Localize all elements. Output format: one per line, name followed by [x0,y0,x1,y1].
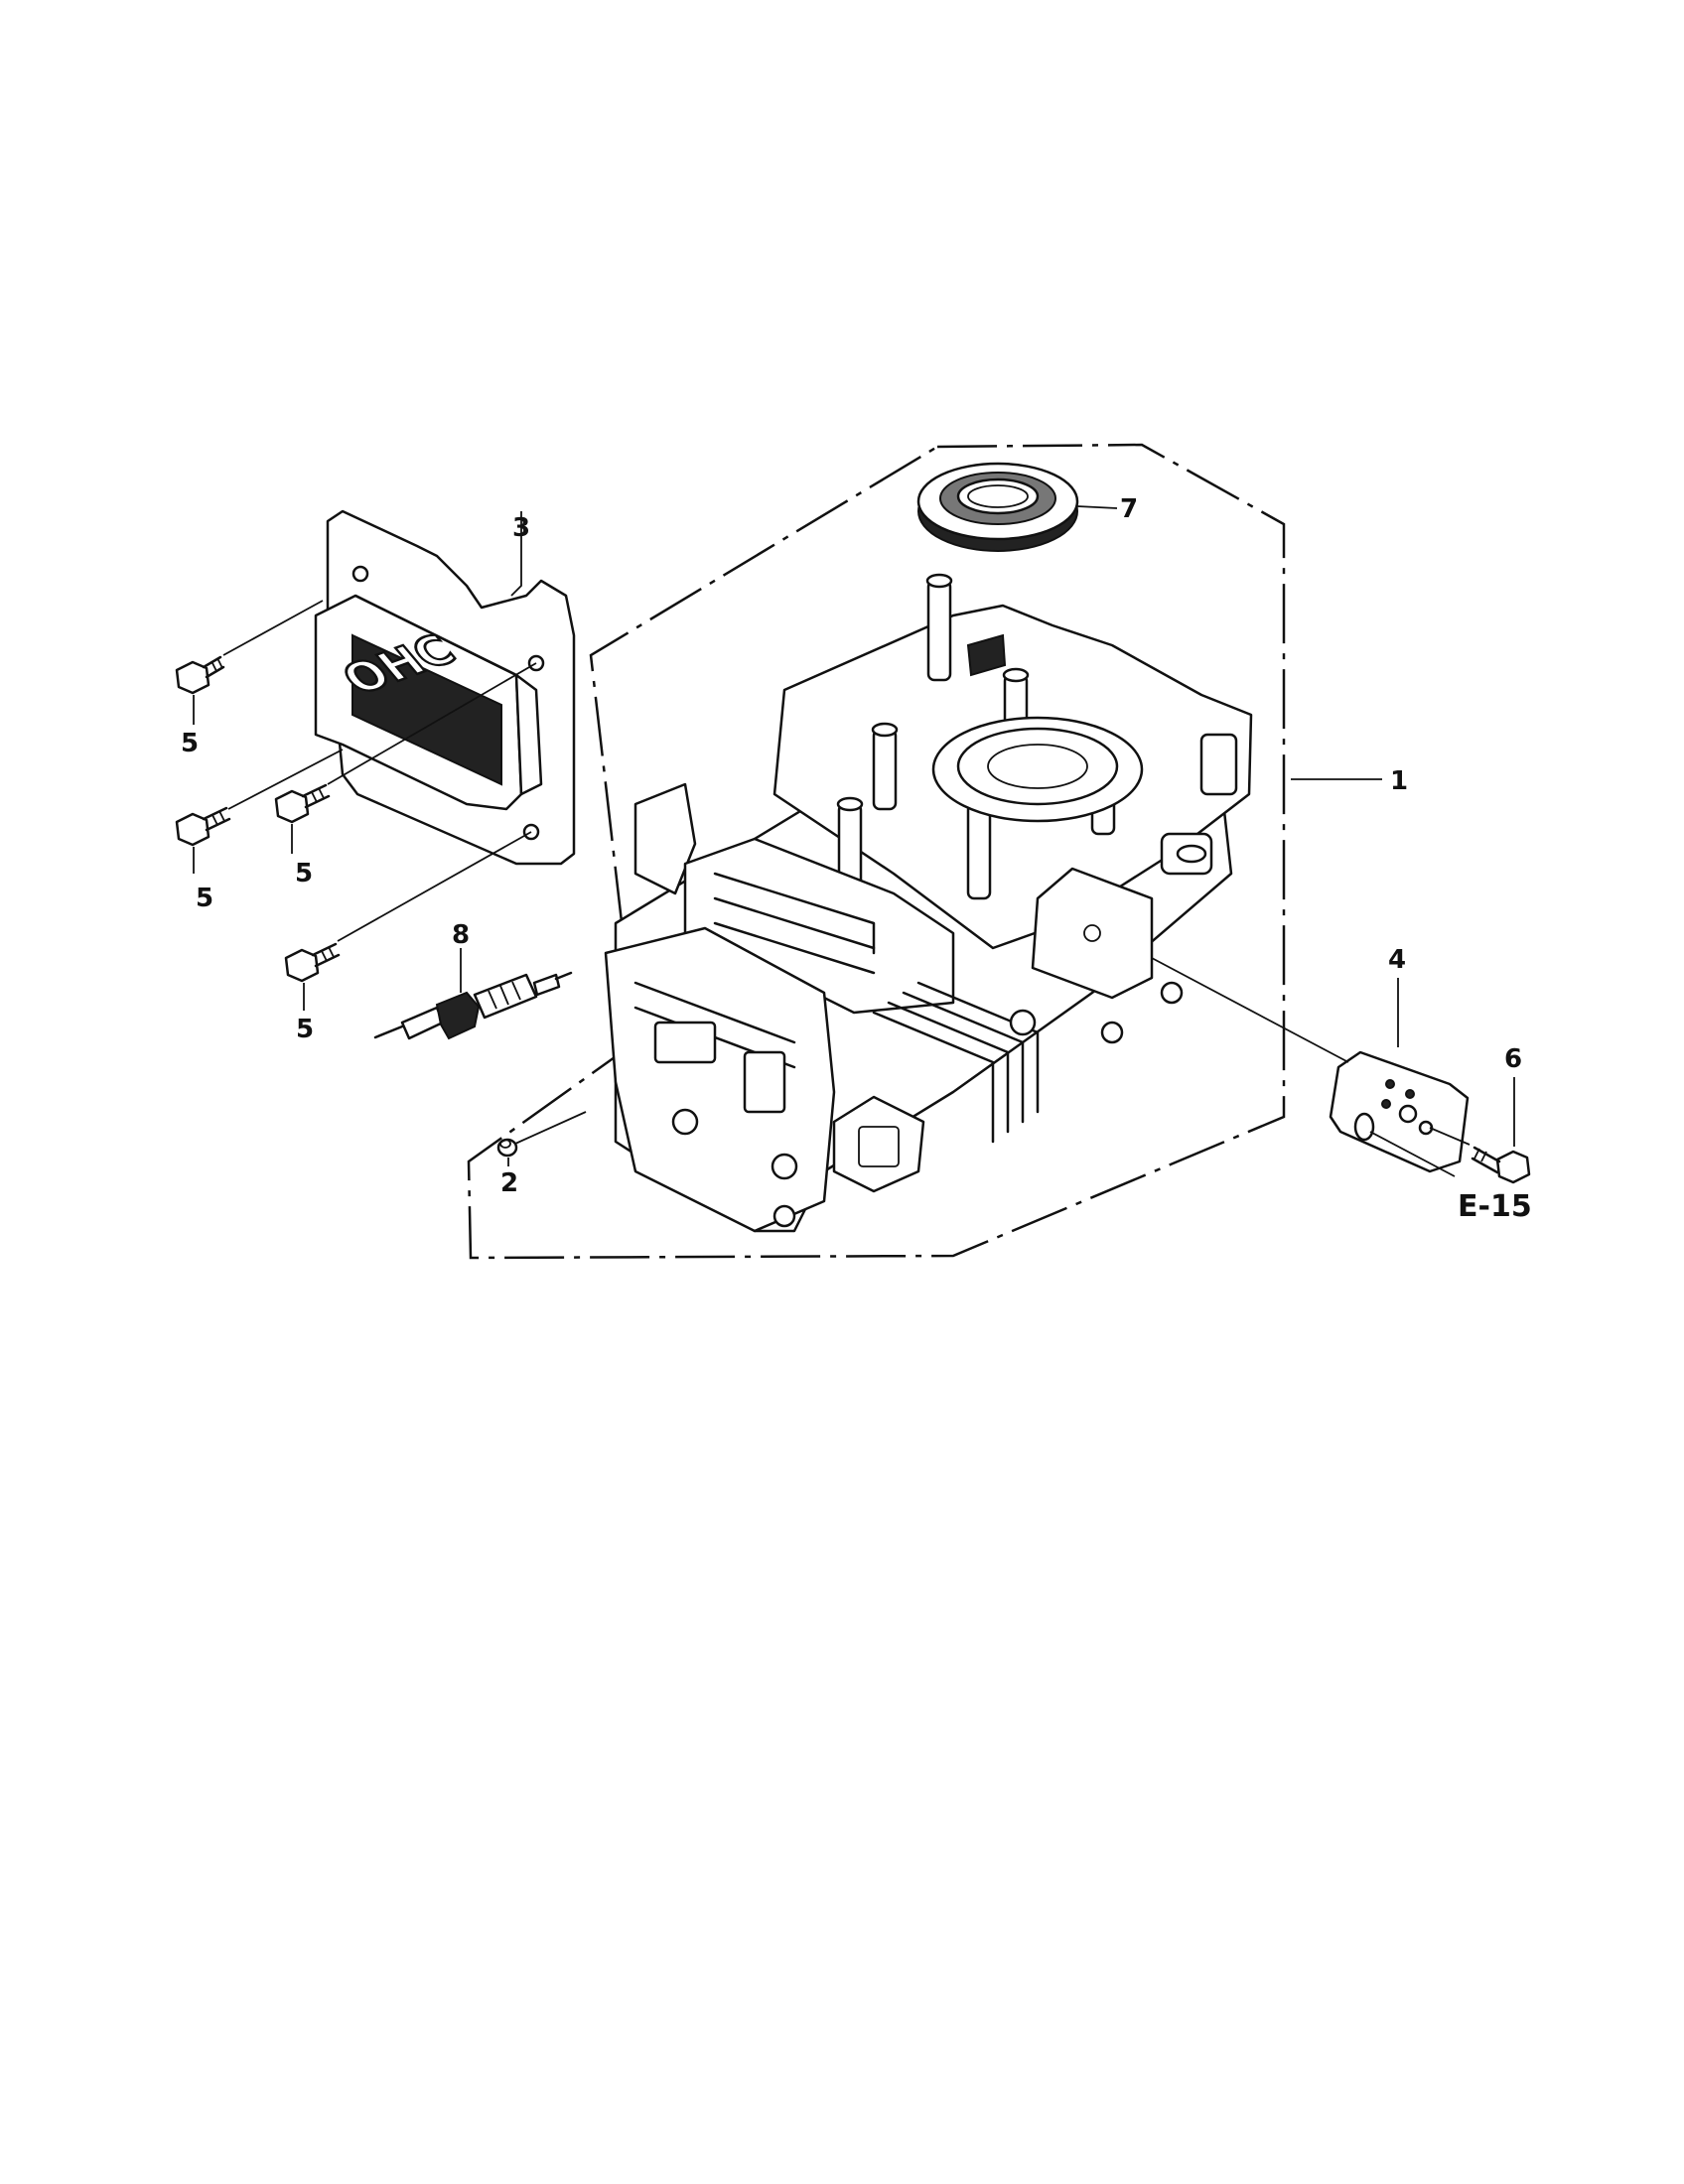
callout-1: 1 [1390,766,1408,796]
callout-5c: 5 [295,859,313,888]
callout-3: 3 [512,513,530,543]
head-cover-icon: OHC [314,509,576,866]
callout-5d: 5 [296,1015,314,1044]
callout-labels: 7 1 3 4 6 8 2 5 5 5 5 E-15 [181,494,1532,1224]
page-reference: E-15 [1458,1189,1532,1224]
flange-bolt-icon [175,655,1531,1184]
dowel-pin-icon [496,1138,518,1158]
spark-plug-icon [373,971,573,1040]
callout-2: 2 [500,1168,518,1198]
callout-7: 7 [1120,494,1138,524]
callout-5a: 5 [181,729,199,758]
callout-4: 4 [1388,945,1406,975]
oil-seal-icon [916,462,1079,552]
callout-8: 8 [452,920,470,950]
breather-cover-plate-icon [1329,1050,1470,1173]
crankcase-cylinder-block-icon [604,573,1253,1233]
leader-lines [193,505,1515,1177]
callout-5b: 5 [196,884,213,913]
callout-6: 6 [1504,1044,1522,1074]
assembly-boundary [467,443,1286,1260]
